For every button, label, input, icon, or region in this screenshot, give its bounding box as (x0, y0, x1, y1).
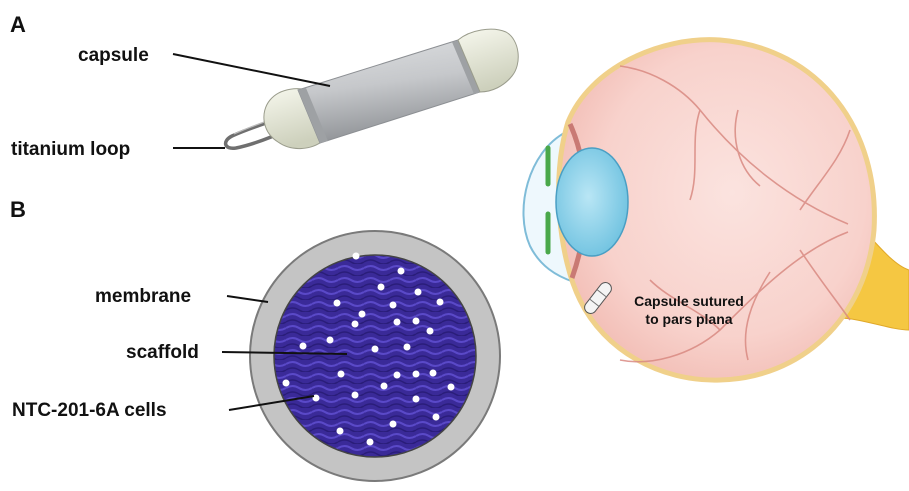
cell-dot (390, 302, 397, 309)
cell-dot (352, 392, 359, 399)
cell-dot (398, 268, 405, 275)
scaffold-core (274, 255, 476, 457)
cell-dot (427, 328, 434, 335)
cell-dot (390, 421, 397, 428)
cell-dot (353, 253, 360, 260)
capsule-label: capsule (78, 45, 149, 66)
cell-dot (378, 284, 385, 291)
eye-illustration (523, 40, 909, 380)
cell-dot (337, 428, 344, 435)
cell-dot (404, 344, 411, 351)
membrane-leader-line (227, 296, 268, 302)
panel-label-b: B (10, 197, 26, 222)
cell-dot (334, 300, 341, 307)
cell-dot (448, 384, 455, 391)
cell-dot (338, 371, 345, 378)
panel-label-a: A (10, 12, 26, 37)
cell-dot (415, 289, 422, 296)
cell-dot (430, 370, 437, 377)
titanium-loop-label: titanium loop (11, 139, 130, 160)
lens (556, 148, 628, 256)
membrane-label: membrane (95, 286, 191, 307)
eye-note-line1: Capsule sutured (634, 293, 744, 309)
capsule-cross-section (250, 231, 500, 481)
cell-dot (300, 343, 307, 350)
cell-dot (413, 371, 420, 378)
scaffold-label: scaffold (126, 342, 199, 363)
cells-label: NTC-201-6A cells (12, 400, 167, 421)
cell-dot (352, 321, 359, 328)
cell-dot (433, 414, 440, 421)
cell-dot (413, 396, 420, 403)
cell-dot (367, 439, 374, 446)
cell-dot (359, 311, 366, 318)
capsule-leader-line (173, 54, 330, 86)
cell-dot (381, 383, 388, 390)
cell-dot (437, 299, 444, 306)
cell-dot (372, 346, 379, 353)
eye-note-line2: to pars plana (645, 311, 732, 327)
cell-dot (394, 372, 401, 379)
cell-dot (394, 319, 401, 326)
cell-dot (283, 380, 290, 387)
capsule-body (298, 40, 480, 143)
capsule-illustration (226, 29, 519, 148)
cell-dot (327, 337, 334, 344)
cell-dot (413, 318, 420, 325)
